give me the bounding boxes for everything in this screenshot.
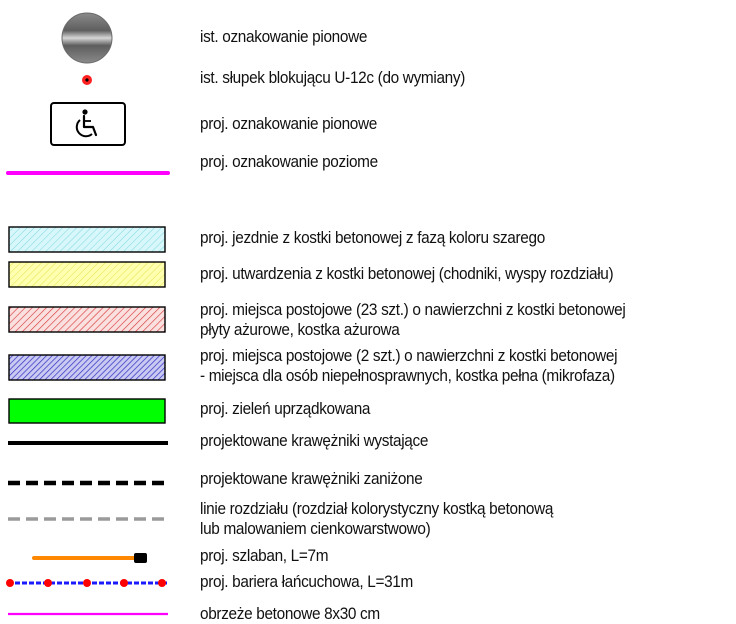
legend-label-proposed-sign: proj. oznakowanie pionowe (200, 115, 377, 133)
legend-label-lowered-curb: projektowane krawężniki zaniżone (200, 470, 423, 488)
legend-label-parking-line2: płyty ażurowe, kostka ażurowa (200, 321, 400, 339)
bollard-dot-icon (82, 75, 92, 85)
legend-label-existing-sign: ist. oznakowanie pionowe (200, 28, 368, 46)
legend-label-bollard: ist. słupek blokującu U-12c (do wymiany) (200, 69, 466, 87)
legend-label-disabled-parking-line2: - miejsca dla osób niepełnosprawnych, ko… (200, 367, 615, 385)
legend-label-parking-line1: proj. miejsca postojowe (23 szt.) o nawi… (200, 301, 626, 319)
legend-label-barrier: proj. szlaban, L=7m (200, 547, 329, 565)
legend-label-pavement: proj. utwardzenia z kostki betonowej (ch… (200, 265, 614, 283)
pavement-hatch-swatch (8, 261, 166, 288)
greenery-swatch (8, 398, 166, 424)
legend-label-roadway: proj. jezdnie z kostki betonowej z fazą … (200, 229, 545, 247)
roadway-hatch-swatch (8, 226, 166, 253)
legend-label-greenery: proj. zieleń uprządkowana (200, 400, 371, 418)
legend-label-division-line2: lub malowaniem cienkowarstwowo) (200, 520, 431, 538)
chain-barrier-icon (6, 579, 168, 587)
legend-label-disabled-parking-line1: proj. miejsca postojowe (2 szt.) o nawie… (200, 347, 618, 365)
legend-label-division-line1: linie rozdziału (rozdział kolorystyczny … (200, 500, 554, 518)
parking-hatch-swatch (8, 306, 166, 333)
disabled-parking-sign-icon (50, 102, 126, 146)
legend-label-horizontal-marking: proj. oznakowanie poziome (200, 153, 378, 171)
legend-label-chain: proj. bariera łańcuchowa, L=31m (200, 573, 413, 591)
existing-sign-disc-icon (61, 12, 113, 64)
legend-label-raised-curb: projektowane krawężniki wystające (200, 432, 429, 450)
barrier-gate-icon (32, 553, 147, 563)
disabled-parking-hatch-swatch (8, 354, 166, 381)
legend-label-edging: obrzeże betonowe 8x30 cm (200, 605, 380, 623)
